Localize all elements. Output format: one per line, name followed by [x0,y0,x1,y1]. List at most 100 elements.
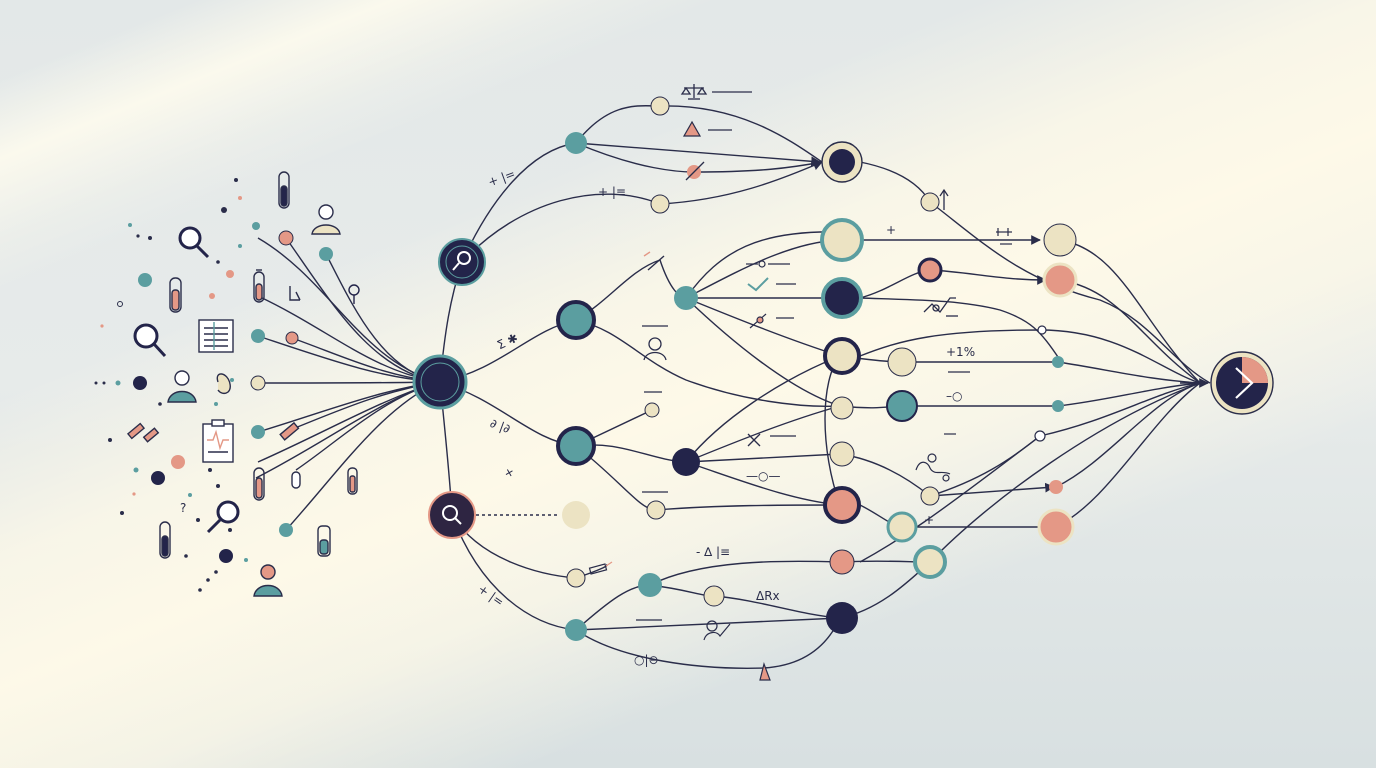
scatter-dot [209,293,215,299]
annotation-label: +1% [946,345,975,359]
source-node [133,376,147,390]
decision-node-core [829,149,855,175]
pathway-node [823,337,861,375]
scatter-dot [214,402,218,406]
magnifier-icon [452,251,471,271]
scatter-dot [102,381,106,385]
scatter-dot [214,570,218,574]
syringe-icon [588,561,613,575]
scatter-dot [198,588,202,592]
source-node [138,273,152,287]
scatter-dot [244,558,248,562]
question-mark-icon: ? [180,501,186,515]
test-tube-icon [253,271,265,303]
clipboard-chart-icon [202,419,234,463]
pathway-node [646,500,666,520]
scatter-dot [158,402,162,406]
scatter-dot [115,380,121,386]
pathway-node [674,286,698,310]
edges [255,105,1211,669]
search-node [428,491,476,539]
scatter-dot [216,260,220,264]
pathway-node [556,300,596,340]
pathway-node [826,602,858,634]
balance-scale-icon [680,84,752,100]
magnifier-icon [442,505,462,525]
scatter-dot [132,492,136,496]
magnifier-icon [133,323,167,358]
annotation-label: + [886,223,896,237]
up-arrow-icon [939,188,949,210]
pathway-node [829,441,855,467]
no-entry-icon [685,161,705,181]
test-tube-icon [317,525,331,557]
warning-icon [682,120,732,137]
person-measure-icon [915,453,951,482]
pathway-node [556,426,596,466]
pathway-node [650,194,670,214]
edit-icon [749,313,794,329]
source-node [285,331,299,345]
pathway-node [565,132,587,154]
magnifier-icon [348,284,360,304]
pathway-node [672,448,700,476]
pathway-node [562,501,590,529]
pathway-node [920,192,940,212]
pathway-node [644,402,660,418]
junction-node [1049,480,1063,494]
annotation-label: –○ [946,389,962,403]
scatter-dot [252,222,260,230]
source-scatter: ? [94,171,360,597]
syringe-icon [279,421,300,441]
pathway-node [823,486,861,524]
pathway-node [566,568,586,588]
source-node [319,247,333,261]
pathway-node [913,545,947,579]
slash-icon [643,251,665,271]
scatter-dot [117,301,123,307]
scatter-dot [128,223,132,227]
test-tube-icon [169,277,182,313]
patient-icon [167,370,197,403]
trend-icon [923,297,958,317]
annotation-label: + [501,464,517,481]
junction-node [1052,400,1064,412]
clinician-outline-icon [642,325,668,361]
scatter-dot [108,438,112,442]
junction-node [1052,356,1064,368]
flask-icon [759,661,771,681]
pathway-node [886,390,918,422]
source-node [251,425,265,439]
scatter-dot [100,324,104,328]
pathway-node [920,486,940,506]
source-node [151,471,165,485]
annotation-label: ∂ |∂ [488,416,512,436]
source-node [278,230,294,246]
syringe-icon [126,422,160,443]
scatter-dot [148,236,152,240]
outcome-node [1043,223,1077,257]
toggle-icon [746,260,790,268]
pathway-node [820,218,864,262]
scatter-dot [208,468,212,472]
annotations: + |≡ + |= Σ ✱ ∂ |∂ + + |= + [475,84,1012,681]
outcome-node [1037,508,1075,546]
pathway-node [917,257,943,283]
nodes [412,96,1274,641]
pathway-node [650,96,670,116]
search-node [438,238,486,286]
scatter-dot [133,467,139,473]
test-tube-icon [253,467,265,501]
pathway-node [638,573,662,597]
junction-node [1037,325,1047,335]
scatter-dot [226,270,234,278]
hub-node-ring [420,362,460,402]
patient-icon [253,564,283,597]
source-node [250,375,266,391]
annotation-label: ○|⊖ [634,653,659,667]
document-icon [289,286,301,301]
pathway-node [830,396,854,420]
scatter-dot [188,493,192,497]
